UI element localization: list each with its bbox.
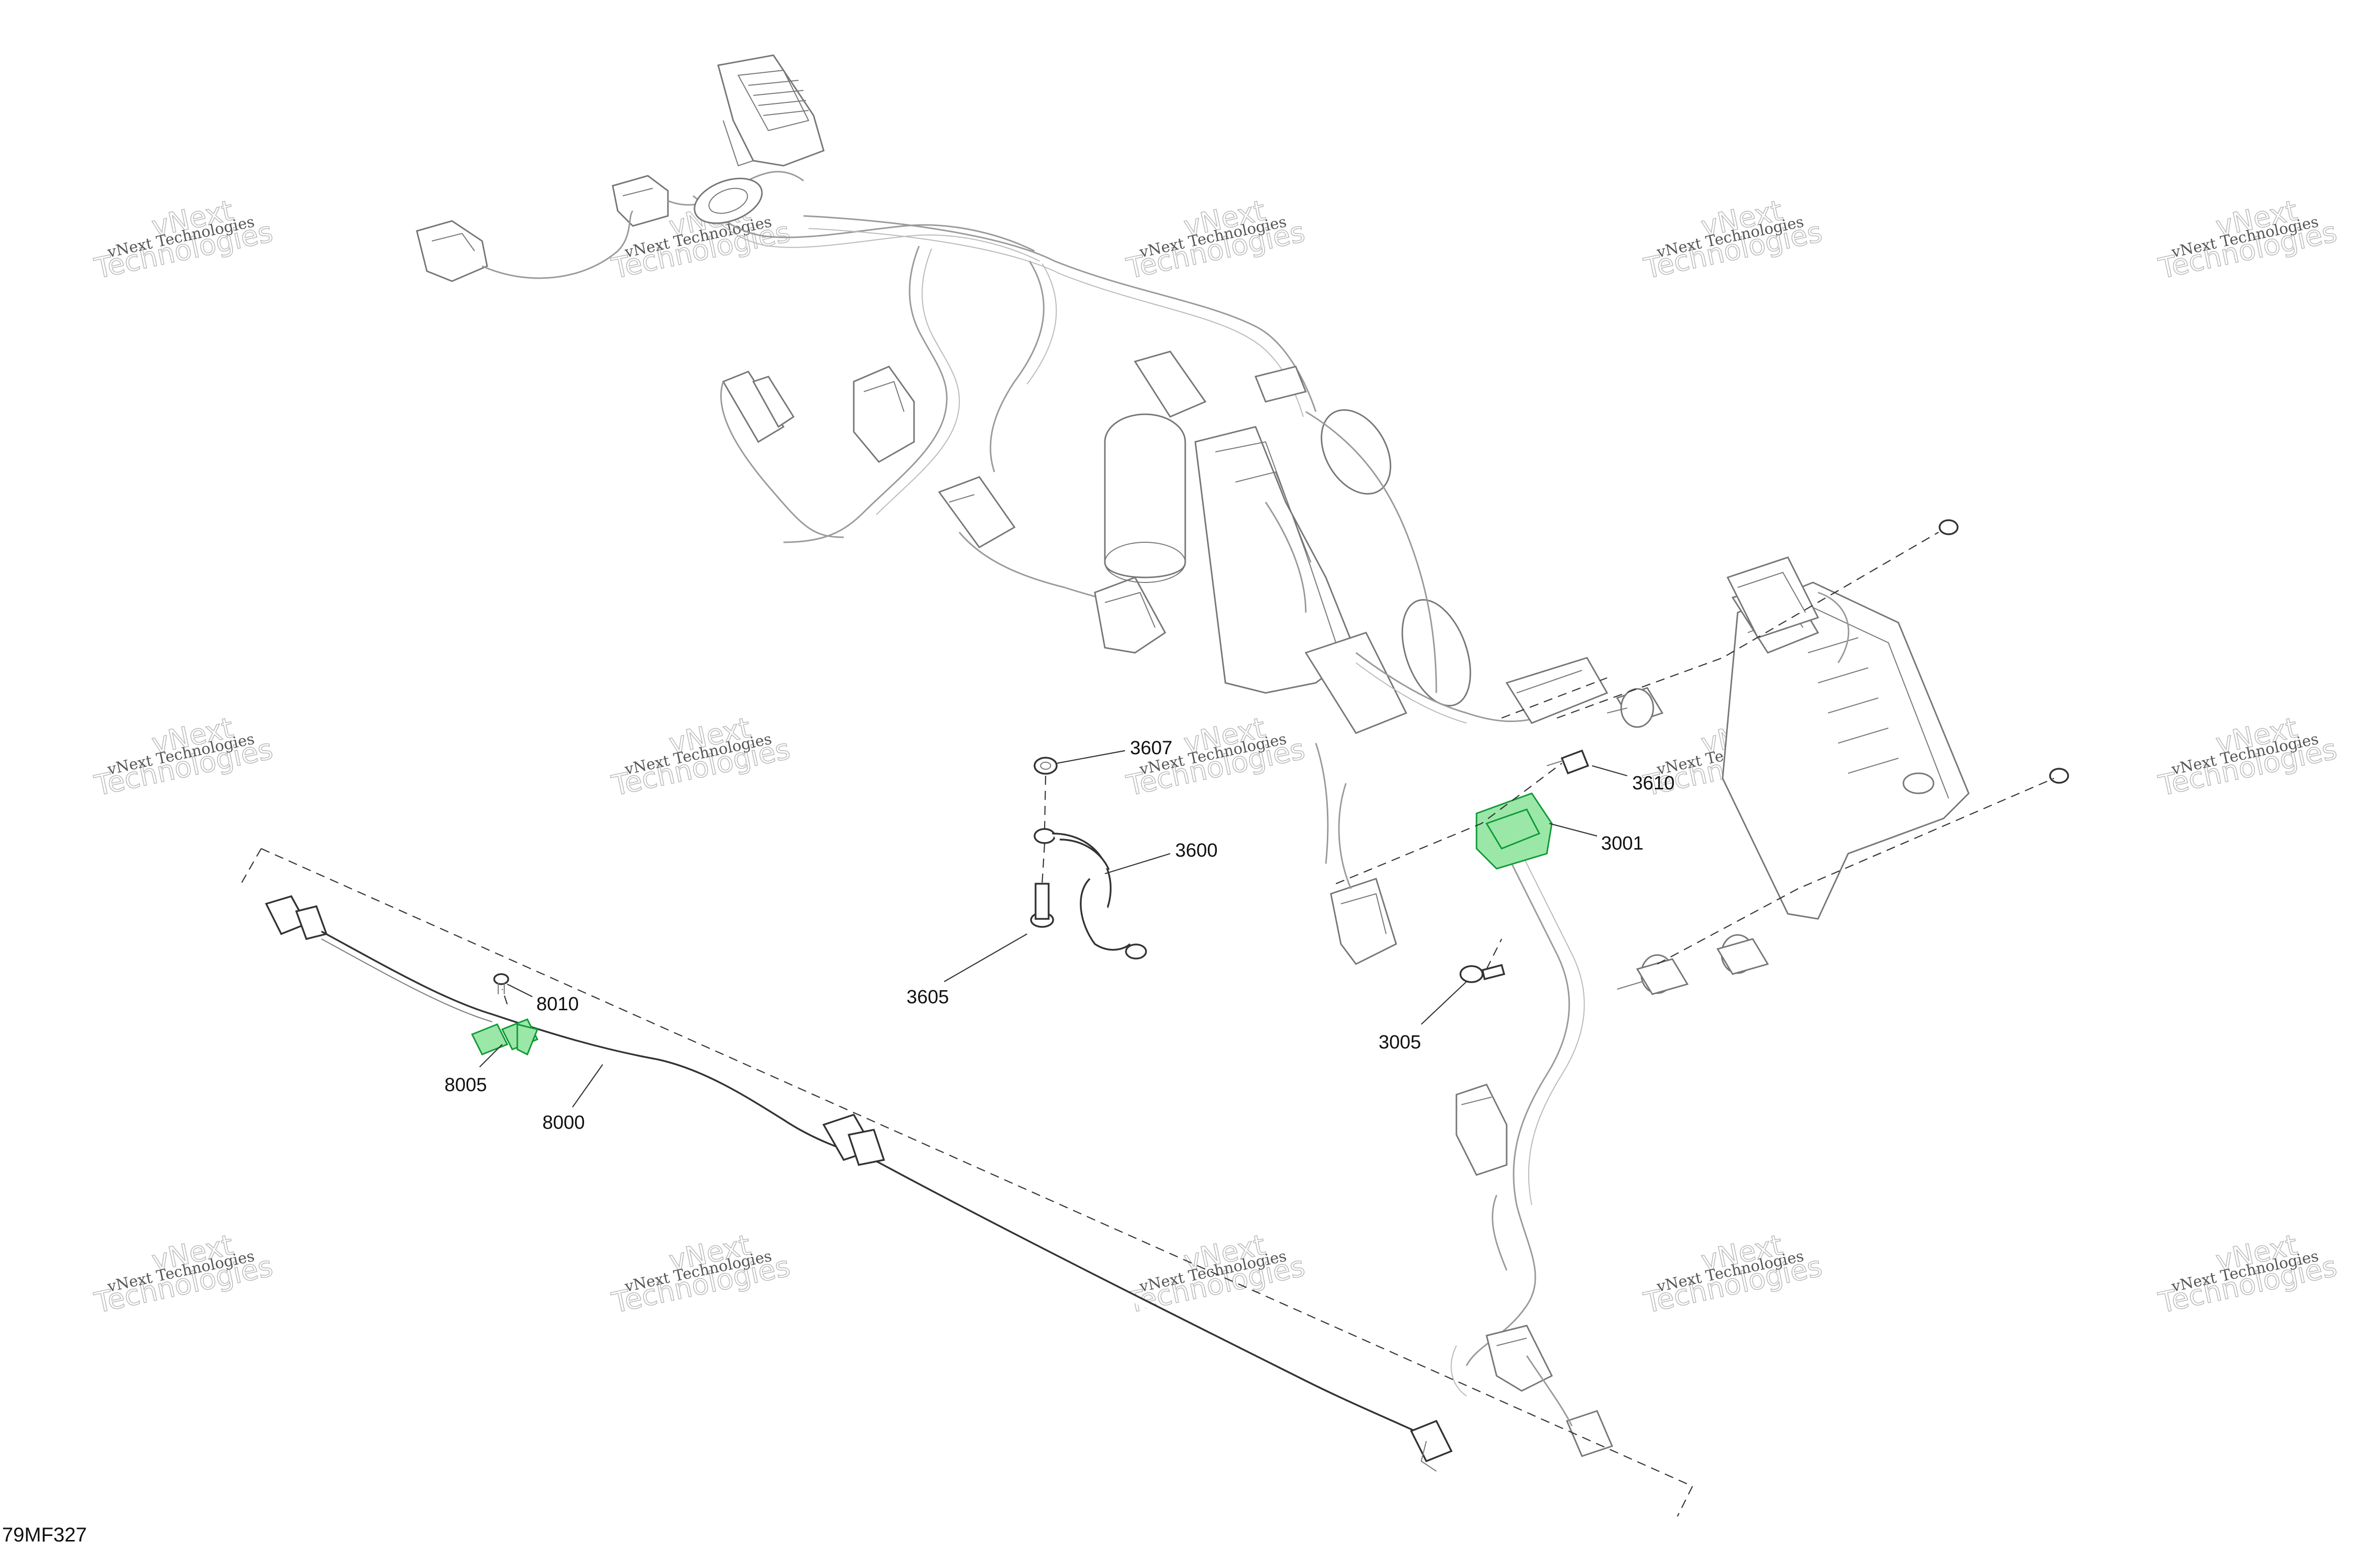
connector-harness-right-end [1410, 1419, 1453, 1472]
ground-strap-3600 [1034, 828, 1147, 960]
connector-lower-mid [1094, 576, 1166, 654]
highlighted-connector-3001 [1476, 792, 1553, 870]
nut-upper-right [1939, 519, 1959, 535]
highlighted-clip-8005 [471, 1018, 539, 1056]
connector-branch-left [722, 371, 795, 443]
assembly-dashed-lines [241, 532, 2055, 1517]
connector-clip-mid [938, 476, 1016, 548]
nut-3005 [1459, 964, 1506, 983]
callout-labels: 3607 3600 3605 3610 3001 3005 8010 8005 … [444, 738, 1675, 1133]
connector-harness-left-end [265, 895, 328, 940]
callout-3600: 3600 [1175, 840, 1218, 861]
connector-harness-middle [822, 1113, 885, 1166]
callout-8000: 8000 [542, 1112, 585, 1133]
connector-left-top [416, 220, 488, 282]
module-connector-upper [1726, 556, 1820, 639]
connector-branch-mid [853, 366, 915, 463]
nut-3607 [1034, 757, 1058, 775]
main-wiring-harness [416, 54, 1537, 965]
accessory-harness-8000 [265, 895, 1453, 1472]
screw-3610 [1546, 749, 1590, 775]
connector-lower-2 [1486, 1325, 1553, 1392]
push-pin-8010 [493, 973, 509, 994]
callout-3605: 3605 [906, 987, 949, 1008]
figure-id: 79MF327 [2, 1524, 87, 1543]
rubber-mount-1 [1607, 687, 1664, 728]
callout-3607: 3607 [1130, 738, 1173, 759]
callout-8010: 8010 [536, 994, 579, 1015]
connector-bracket-upper [1505, 657, 1609, 724]
central-module-assembly [1104, 350, 1471, 734]
connector-lower-1 [1455, 1084, 1508, 1176]
connector-mid-top [612, 175, 669, 227]
lower-harness-branch [1450, 813, 1614, 1457]
bolt-3605 [1030, 883, 1054, 928]
connector-below-module [1330, 878, 1397, 965]
large-multipin-connector [717, 54, 825, 167]
callout-3610: 3610 [1632, 773, 1675, 794]
callout-8005: 8005 [444, 1075, 487, 1096]
rubber-mount-3 [1716, 934, 1769, 975]
leader-lines [479, 750, 1628, 1108]
callout-3005: 3005 [1379, 1032, 1421, 1053]
nut-right [2049, 768, 2069, 784]
callout-3001: 3001 [1601, 833, 1644, 854]
rubber-mount-2 [1617, 954, 1689, 995]
